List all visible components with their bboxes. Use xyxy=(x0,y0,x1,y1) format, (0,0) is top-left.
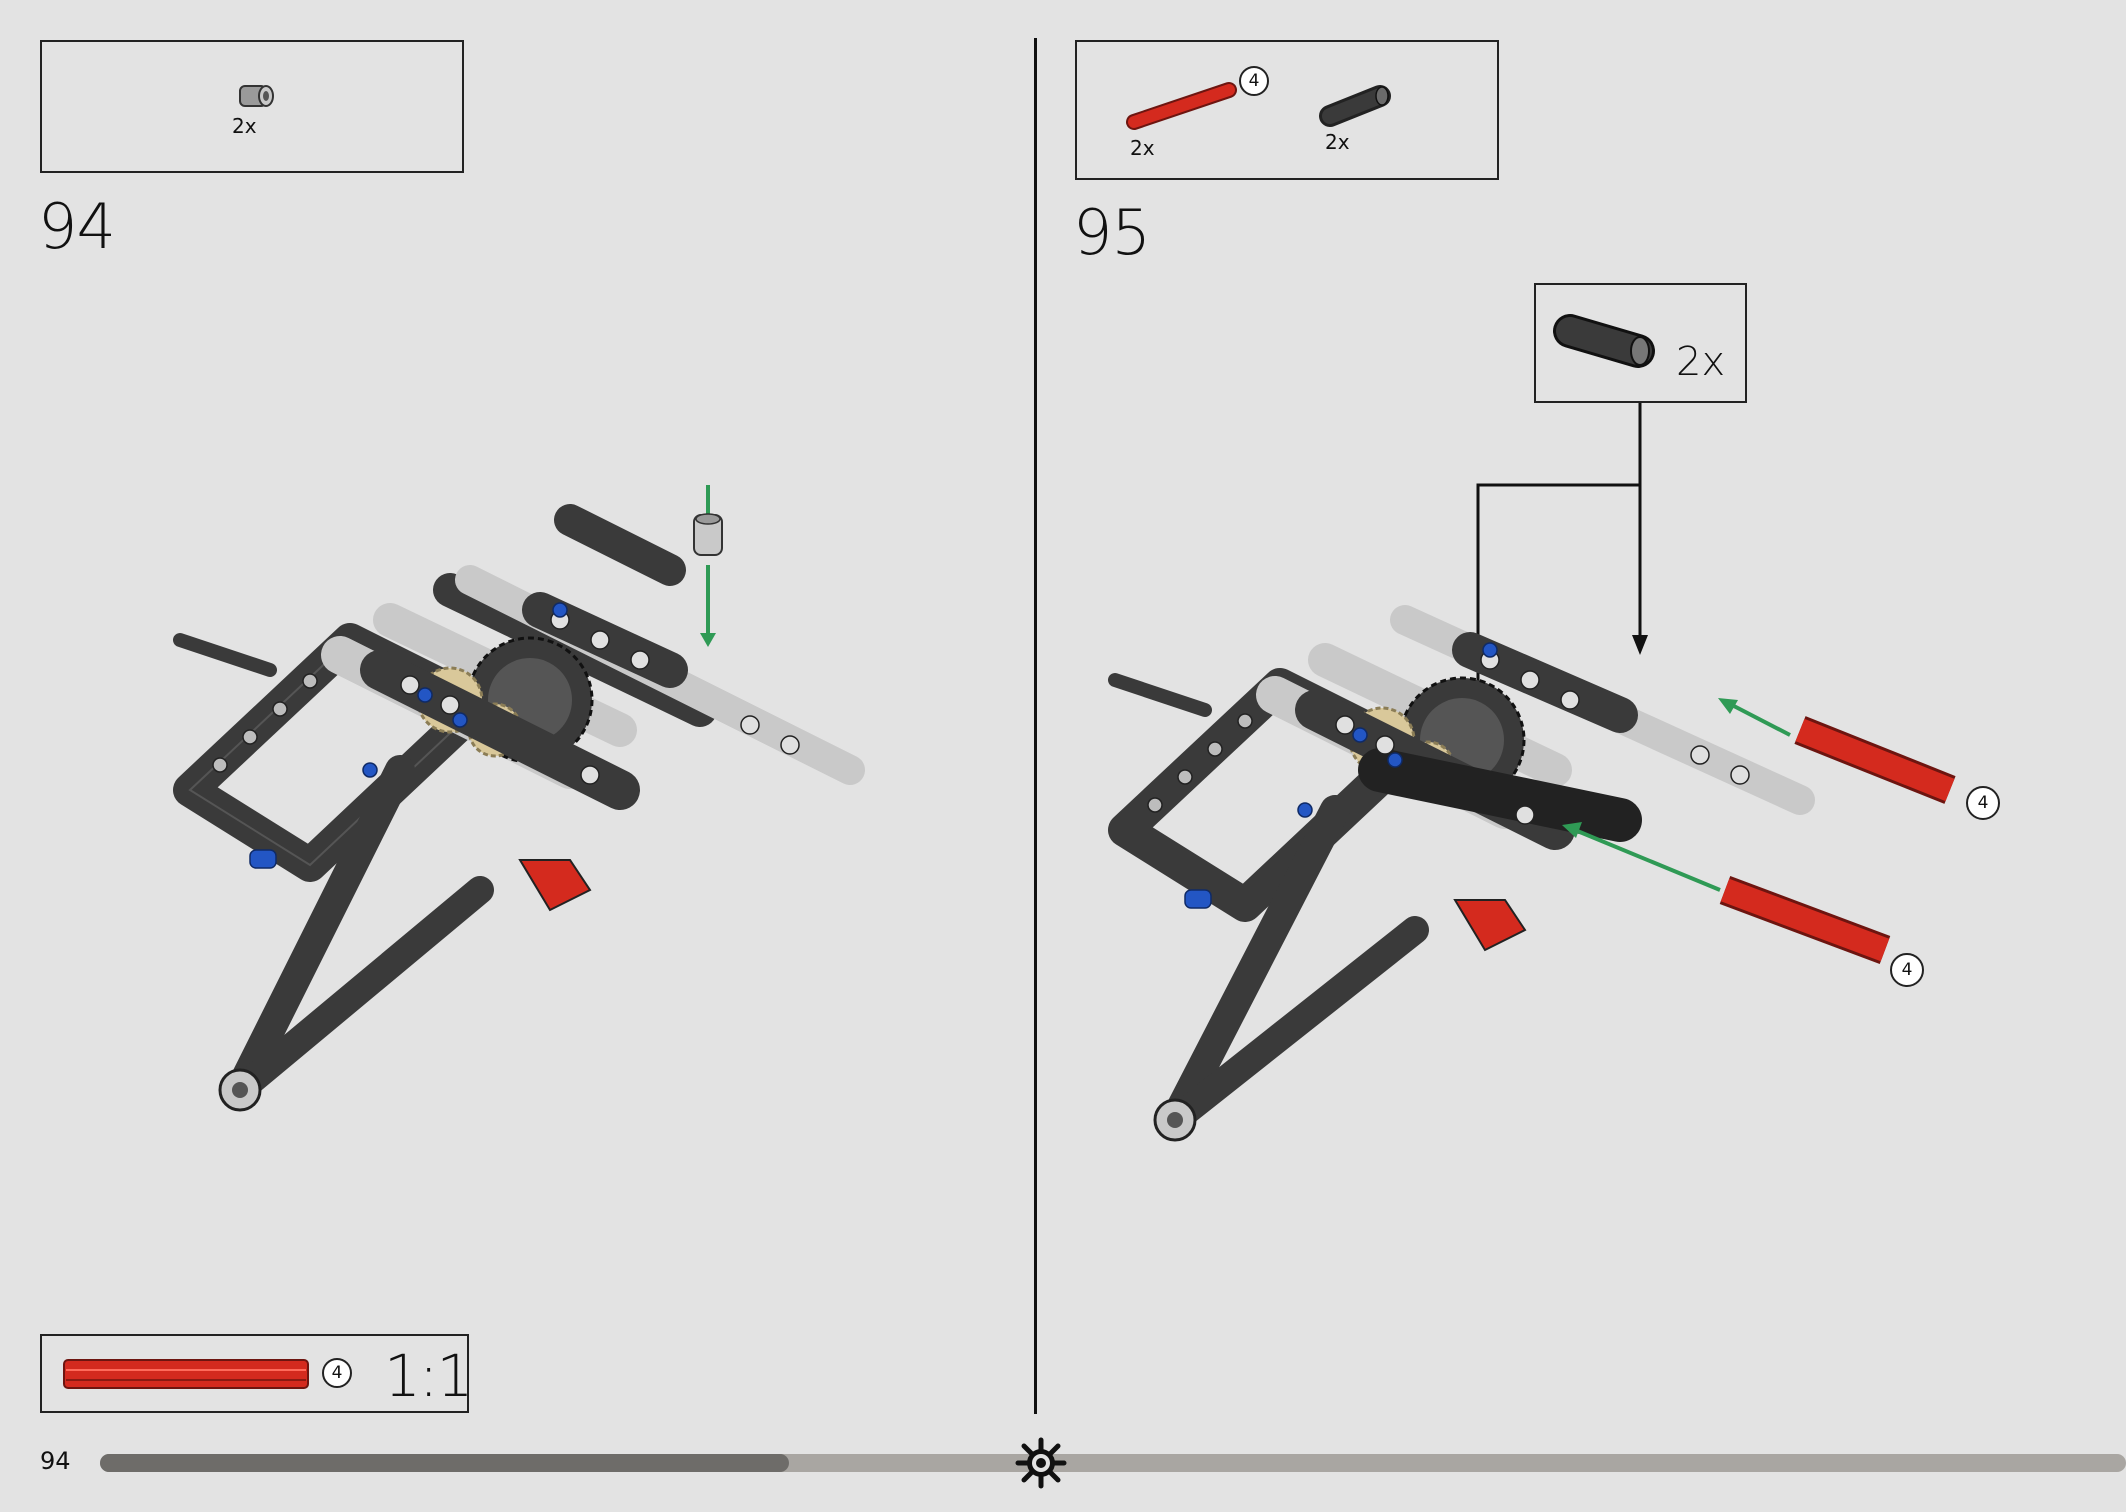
sub-callout-box: 2x xyxy=(1534,283,1747,403)
axle-connector-qty: 2x xyxy=(1325,130,1350,154)
axle-size-marker-upper: 4 xyxy=(1966,786,2000,820)
assembly-model-step-95 xyxy=(1108,605,1815,1142)
insertion-arrow-step-94 xyxy=(693,485,723,647)
scale-size-marker: 4 xyxy=(322,1358,352,1388)
red-axle-part-icon xyxy=(1126,82,1237,130)
axle-insertion-arrows-step-95 xyxy=(1562,698,1956,965)
page-number: 94 xyxy=(40,1447,71,1475)
scale-reference-box: 4 1:1 xyxy=(40,1334,473,1413)
page-divider xyxy=(1034,38,1037,1414)
axle-scale-icon xyxy=(63,1359,309,1389)
bush-qty: 2x xyxy=(232,114,257,138)
parts-list-step-94: 2x xyxy=(40,40,464,173)
gear-icon xyxy=(1015,1437,1067,1489)
axle-size-marker-lower: 4 xyxy=(1890,953,1924,987)
red-axle-size-marker: 4 xyxy=(1239,66,1269,96)
axle-connector-part-icon xyxy=(1319,85,1391,127)
parts-list-step-95: 4 2x 2x xyxy=(1075,40,1499,180)
assembly-model-step-94 xyxy=(173,504,865,1112)
progress-bar-fill xyxy=(100,1454,789,1472)
axle-connector-callout-icon xyxy=(1553,314,1655,368)
step-number-94: 94 xyxy=(38,190,116,263)
step-number-95: 95 xyxy=(1073,196,1151,269)
callout-qty: 2x xyxy=(1676,339,1726,385)
bush-part-icon xyxy=(239,85,274,107)
red-axle-qty: 2x xyxy=(1130,136,1155,160)
scale-ratio: 1:1 xyxy=(384,1342,473,1410)
